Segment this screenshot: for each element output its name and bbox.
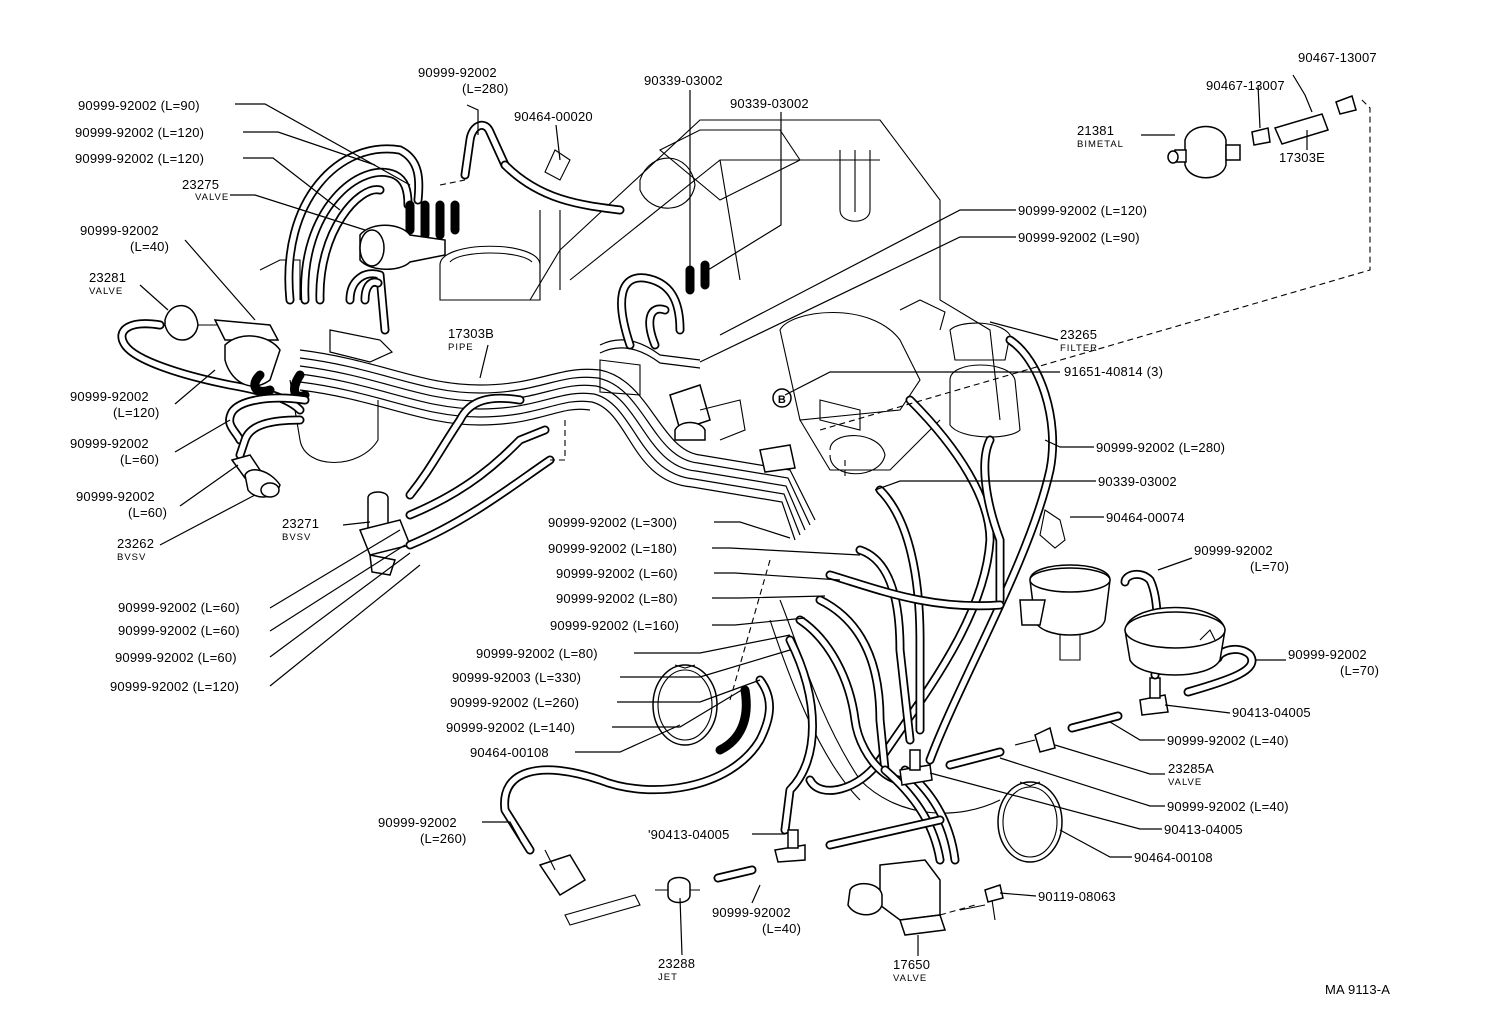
label-l06: 90999-92002 [80,223,159,238]
bimetal-group-drawing [819,95,1371,431]
figure-code: MA 9113-A [1325,982,1390,997]
dashed-lines [439,179,976,916]
label-l23: 23265 [1060,327,1097,342]
label-l12-sub: BVSV [282,532,311,543]
label-l16: 90999-92002 (L=120) [110,679,239,694]
label-l51-sub: VALVE [893,973,927,984]
label-l37: 90999-92002 (L=300) [548,515,677,530]
label-l43: 90999-92003 (L=330) [452,670,581,685]
label-l40: 90999-92002 (L=80) [556,591,678,606]
label-l46: 90464-00108 [470,745,549,760]
label-l35: 90464-00108 [1134,850,1213,865]
leader-lines [139,74,1313,956]
label-l34: 90413-04005 [1164,822,1243,837]
label-l08-sub: (L=120) [113,405,160,420]
callout-mark-b: B [772,388,792,408]
center-hoses [617,260,796,473]
label-l07-sub: VALVE [89,286,123,297]
clamp-rings [544,149,1066,863]
label-l20: 17303B [448,326,494,341]
valve-23275-drawing [359,224,446,270]
label-l49: 90999-92002 [712,905,791,920]
label-l04: 90999-92002 (L=120) [75,151,204,166]
label-l33: 90999-92002 (L=40) [1167,799,1289,814]
label-l29-sub: (L=70) [1340,663,1379,678]
nozzle-drawing [538,849,587,897]
label-l19: 90339-03002 [730,96,809,111]
svg-text:B: B [778,394,786,406]
left-hose-loops [284,120,625,335]
label-l07: 23281 [89,270,126,285]
label-l50-sub: JET [658,972,678,983]
label-l38: 90999-92002 (L=180) [548,541,677,556]
label-l32-sub: VALVE [1168,777,1202,788]
label-l52: 90467-13007 [1298,50,1377,65]
label-l17: 90464-00020 [514,109,593,124]
label-l15: 90999-92002 (L=60) [115,650,237,665]
label-l53: 90467-13007 [1206,78,1285,93]
label-l02: 90999-92002 (L=90) [78,98,200,113]
label-l28-sub: (L=70) [1250,559,1289,574]
label-l13: 90999-92002 (L=60) [118,600,240,615]
label-l51: 17650 [893,957,930,972]
label-l39: 90999-92002 (L=60) [556,566,678,581]
label-l12: 23271 [282,516,319,531]
label-l31: 90999-92002 (L=40) [1167,733,1289,748]
label-l25: 90999-92002 (L=280) [1096,440,1225,455]
valve-17650-drawing [847,859,1004,936]
label-l47: 90999-92002 [378,815,457,830]
label-l09-sub: (L=60) [120,452,159,467]
label-l48: '90413-04005 [648,827,730,842]
label-l36: 90119-08063 [1038,889,1116,904]
label-l30: 90413-04005 [1232,705,1311,720]
label-l05-sub: VALVE [195,192,229,203]
label-l45: 90999-92002 (L=140) [446,720,575,735]
jet-23288-drawing [655,876,700,904]
label-l20-sub: PIPE [448,342,474,353]
label-l01-sub: (L=280) [462,81,509,96]
label-l14: 90999-92002 (L=60) [118,623,240,638]
pipe-bundle [299,329,816,541]
label-l23-sub: FILTER [1060,343,1098,354]
label-l18: 90339-03002 [644,73,723,88]
label-l29: 90999-92002 [1288,647,1367,662]
label-l01: 90999-92002 [418,65,497,80]
label-l11-sub: BVSV [117,552,146,563]
label-l55: 17303E [1279,150,1325,165]
bvsv-23271-drawing [358,393,555,576]
label-l10-sub: (L=60) [128,505,167,520]
label-l27: 90464-00074 [1106,510,1185,525]
label-l54: 21381 [1077,123,1114,138]
label-l11: 23262 [117,536,154,551]
label-l09: 90999-92002 [70,436,149,451]
label-l42: 90999-92002 (L=80) [476,646,598,661]
part-labels: 90999-92002 (L=280) 90999-92002 (L=90) 9… [70,50,1390,997]
label-l47-sub: (L=260) [420,831,467,846]
label-l41: 90999-92002 (L=160) [550,618,679,633]
label-l03: 90999-92002 (L=120) [75,125,204,140]
label-l54-sub: BIMETAL [1077,139,1124,150]
label-l44: 90999-92002 (L=260) [450,695,579,710]
label-l06-sub: (L=40) [130,239,169,254]
label-l10: 90999-92002 [76,489,155,504]
label-l05: 23275 [182,177,219,192]
bvsv-23262-drawing [225,393,310,498]
label-l50: 23288 [658,956,695,971]
label-l08: 90999-92002 [70,389,149,404]
label-l21: 90999-92002 (L=120) [1018,203,1147,218]
label-l28: 90999-92002 [1194,543,1273,558]
diaphragms [1014,564,1226,753]
label-l22: 90999-92002 (L=90) [1018,230,1140,245]
label-l49-sub: (L=40) [762,921,801,936]
label-l32: 23285A [1168,761,1214,776]
label-l26: 90339-03002 [1098,474,1177,489]
label-l24: 91651-40814 (3) [1064,364,1163,379]
